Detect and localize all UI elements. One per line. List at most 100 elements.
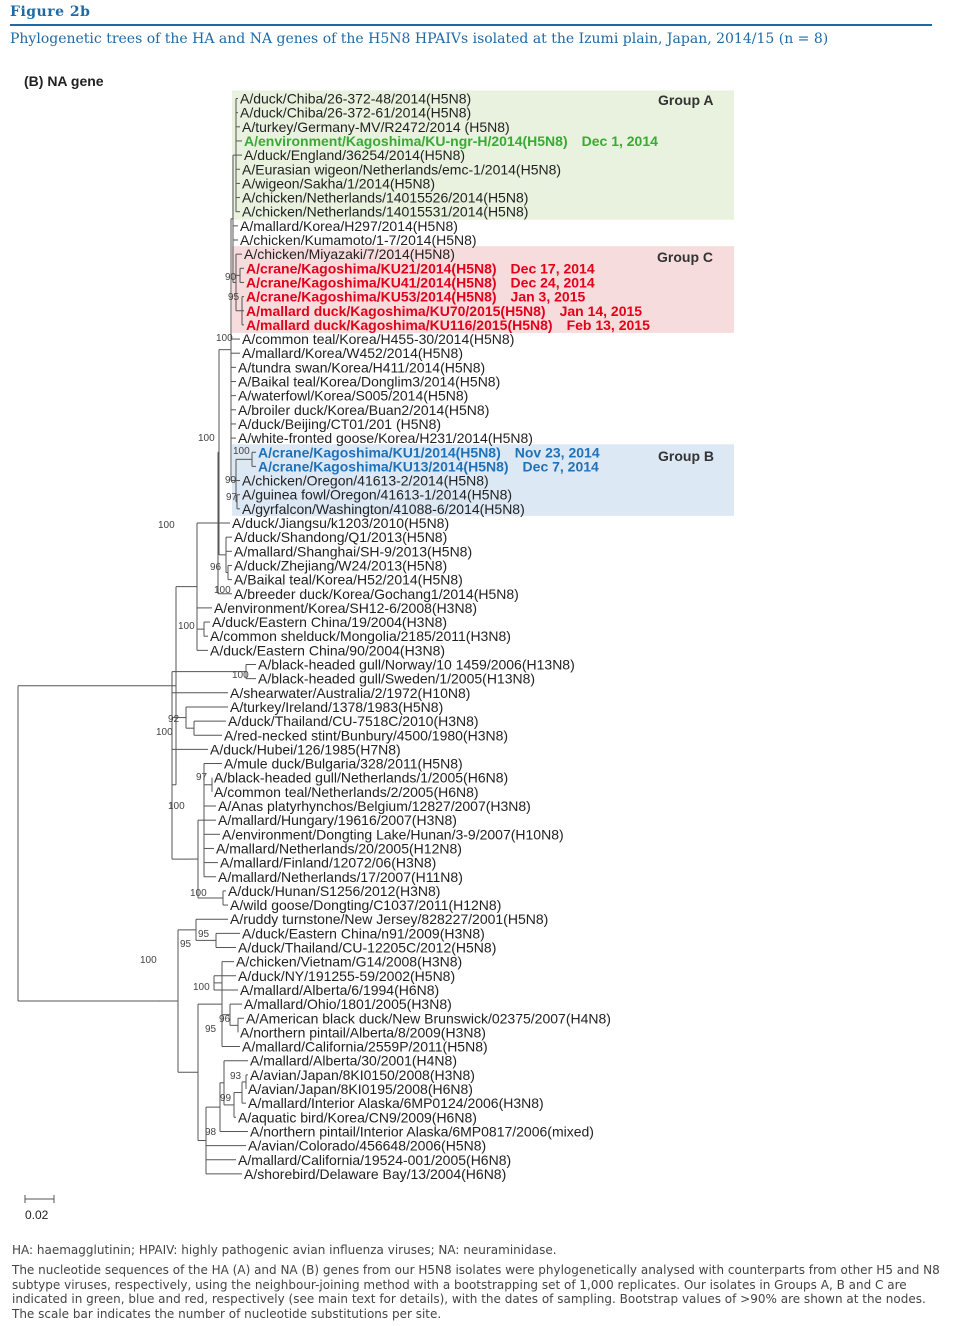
taxon-label: A/tundra swan/Korea/H411/2014(H5N8) [238, 359, 485, 375]
taxon-label: A/black-headed gull/Netherlands/1/2005(H… [214, 770, 508, 786]
taxon-label: A/Baikal teal/Korea/H52/2014(H5N8) [234, 572, 463, 588]
taxon-label: A/shearwater/Australia/2/1972(H10N8) [230, 685, 470, 701]
taxon-label: A/duck/Hunan/S1256/2012(H3N8) [228, 883, 440, 899]
bootstrap-value: 100 [214, 585, 231, 596]
bootstrap-value: 93 [230, 1071, 242, 1082]
bootstrap-value: 90 [225, 272, 237, 283]
footnote-abbreviations: HA: haemagglutinin; HPAIV: highly pathog… [12, 1243, 557, 1257]
bootstrap-value: 99 [220, 1093, 232, 1104]
taxon-label: A/environment/Dongting Lake/Hunan/3-9/20… [222, 826, 564, 842]
bootstrap-value: 92 [168, 714, 180, 725]
sampling-date: Dec 17, 2014 [511, 260, 595, 276]
taxon-label: A/mule duck/Bulgaria/328/2011(H5N8) [224, 756, 463, 772]
group-box-1 [232, 90, 734, 220]
taxon-label: A/aquatic bird/Korea/CN9/2009(H6N8) [238, 1109, 477, 1125]
taxon-label: A/chicken/Vietnam/G14/2008(H3N8) [236, 954, 462, 970]
taxon-label: A/chicken/Kumamoto/1-7/2014(H5N8) [240, 232, 477, 248]
taxon-label: A/wild goose/Dongting/C1037/2011(H12N8) [230, 897, 501, 913]
taxon-label: A/environment/Kagoshima/KU-ngr-H/2014(H5… [244, 133, 568, 149]
bootstrap-value: 95 [205, 1024, 217, 1035]
taxon-label: A/northern pintail/Interior Alaska/6MP08… [250, 1123, 594, 1139]
taxon-label: A/mallard/Alberta/30/2001(H4N8) [250, 1053, 457, 1069]
taxon-label: A/duck/Eastern China/19/2004(H3N8) [212, 614, 447, 630]
taxon-label: A/red-necked stint/Bunbury/4500/1980(H3N… [224, 727, 508, 743]
taxon-label: A/mallard/Korea/W452/2014(H5N8) [242, 345, 463, 361]
taxon-label: A/wigeon/Sakha/1/2014(H5N8) [242, 175, 435, 191]
sampling-date: Feb 13, 2015 [567, 317, 650, 333]
figure-label: Figure 2b [10, 4, 91, 20]
taxon-label: A/common teal/Korea/H455-30/2014(H5N8) [242, 331, 514, 347]
taxon-label: A/crane/Kagoshima/KU1/2014(H5N8) [258, 444, 501, 460]
bootstrap-value: 100 [193, 982, 210, 993]
taxon-label: A/duck/Chiba/26-372-61/2014(H5N8) [240, 105, 471, 121]
bootstrap-value: 100 [216, 333, 233, 344]
bootstrap-value: 95 [180, 939, 192, 950]
sampling-date: Dec 24, 2014 [511, 274, 595, 290]
group-box-2 [232, 246, 734, 333]
taxon-label: A/turkey/Ireland/1378/1983(H5N8) [230, 699, 443, 715]
taxon-label: A/turkey/Germany-MV/R2472/2014 (H5N8) [242, 119, 510, 135]
bootstrap-value: 98 [205, 1127, 217, 1138]
taxon-label: A/mallard/Korea/H297/2014(H5N8) [240, 218, 458, 234]
taxon-label: A/chicken/Oregon/41613-2/2014(H5N8) [242, 473, 489, 489]
taxon-label: A/ruddy turnstone/New Jersey/828227/2001… [230, 911, 548, 927]
taxon-label: A/duck/NY/191255-59/2002(H5N8) [238, 968, 455, 984]
taxon-label: A/duck/Eastern China/n91/2009(H3N8) [242, 925, 485, 941]
bootstrap-value: 100 [168, 801, 185, 812]
taxon-label: A/crane/Kagoshima/KU21/2014(H5N8) [246, 260, 497, 276]
scale-bar-label: 0.02 [25, 1208, 49, 1222]
bootstrap-value: 96 [219, 1014, 231, 1025]
taxon-label: A/mallard/Finland/12072/06(H3N8) [220, 855, 436, 871]
taxon-label: A/mallard/Shanghai/SH-9/2013(H5N8) [234, 543, 472, 559]
taxon-label: A/Eurasian wigeon/Netherlands/emc-1/2014… [242, 161, 561, 177]
taxon-label: A/mallard/Netherlands/20/2005(H12N8) [216, 840, 462, 856]
bootstrap-value: 100 [190, 888, 207, 899]
taxon-label: A/Anas platyrhynchos/Belgium/12827/2007(… [218, 798, 531, 814]
taxon-label: A/duck/Chiba/26-372-48/2014(H5N8) [240, 91, 471, 107]
figure-title: Phylogenetic trees of the HA and NA gene… [10, 31, 829, 47]
taxon-label: A/duck/Hubei/126/1985(H7N8) [210, 741, 401, 757]
taxon-label: A/mallard/Interior Alaska/6MP0124/2006(H… [248, 1095, 544, 1111]
taxon-label: A/chicken/Netherlands/14015526/2014(H5N8… [242, 190, 528, 206]
bootstrap-value: 100 [156, 727, 173, 738]
bootstrap-value: 90 [225, 475, 237, 486]
taxon-label: A/waterfowl/Korea/S005/2014(H5N8) [238, 388, 468, 404]
taxon-label: A/mallard/Ohio/1801/2005(H3N8) [244, 996, 452, 1012]
group-box-3 [232, 444, 734, 516]
bootstrap-value: 100 [232, 670, 249, 681]
taxon-label: A/chicken/Miyazaki/7/2014(H5N8) [244, 246, 455, 262]
footnote-description: The nucleotide sequences of the HA (A) a… [12, 1263, 940, 1321]
taxon-label: A/common teal/Netherlands/2/2005(H6N8) [214, 784, 479, 800]
bootstrap-value: 100 [233, 446, 250, 457]
taxon-label: A/breeder duck/Korea/Gochang1/2014(H5N8) [234, 586, 519, 602]
sampling-date: Nov 23, 2014 [515, 444, 600, 460]
bootstrap-value: 100 [198, 433, 215, 444]
bootstrap-value: 100 [140, 955, 157, 966]
taxon-label: A/Baikal teal/Korea/Donglim3/2014(H5N8) [238, 374, 500, 390]
taxon-label: A/mallard duck/Kagoshima/KU70/2015(H5N8) [246, 303, 546, 319]
taxon-label: A/mallard/Hungary/19616/2007(H3N8) [218, 812, 457, 828]
sampling-date: Dec 1, 2014 [582, 133, 658, 149]
taxon-label: A/American black duck/New Brunswick/0237… [246, 1010, 611, 1026]
taxon-label: A/mallard/California/2559P/2011(H5N8) [242, 1039, 488, 1055]
bootstrap-value: 95 [228, 292, 240, 303]
sampling-date: Dec 7, 2014 [523, 458, 599, 474]
taxon-label: A/duck/Thailand/CU-7518C/2010(H3N8) [228, 713, 479, 729]
taxon-label: A/northern pintail/Alberta/8/2009(H3N8) [240, 1024, 486, 1040]
panel-label: (B) NA gene [24, 73, 104, 89]
bootstrap-value: 100 [158, 520, 175, 531]
taxon-label: A/crane/Kagoshima/KU41/2014(H5N8) [246, 274, 497, 290]
bootstrap-value: 100 [178, 621, 195, 632]
bootstrap-value: 95 [198, 929, 210, 940]
sampling-date: Jan 14, 2015 [560, 303, 643, 319]
taxon-label: A/mallard/Netherlands/17/2007(H11N8) [218, 869, 463, 885]
taxon-label: A/duck/England/36254/2014(H5N8) [244, 147, 465, 163]
bootstrap-value: 97 [226, 492, 238, 503]
taxon-label: A/gyrfalcon/Washington/41088-6/2014(H5N8… [242, 501, 525, 517]
taxon-label: A/duck/Shandong/Q1/2013(H5N8) [234, 529, 447, 545]
taxon-label: A/black-headed gull/Norway/10 1459/2006(… [258, 657, 575, 673]
taxon-label: A/duck/Zhejiang/W24/2013(H5N8) [234, 557, 447, 573]
figure-rule [10, 24, 932, 26]
taxon-label: A/broiler duck/Korea/Buan2/2014(H5N8) [238, 402, 489, 418]
taxon-label: A/crane/Kagoshima/KU53/2014(H5N8) [246, 289, 497, 305]
